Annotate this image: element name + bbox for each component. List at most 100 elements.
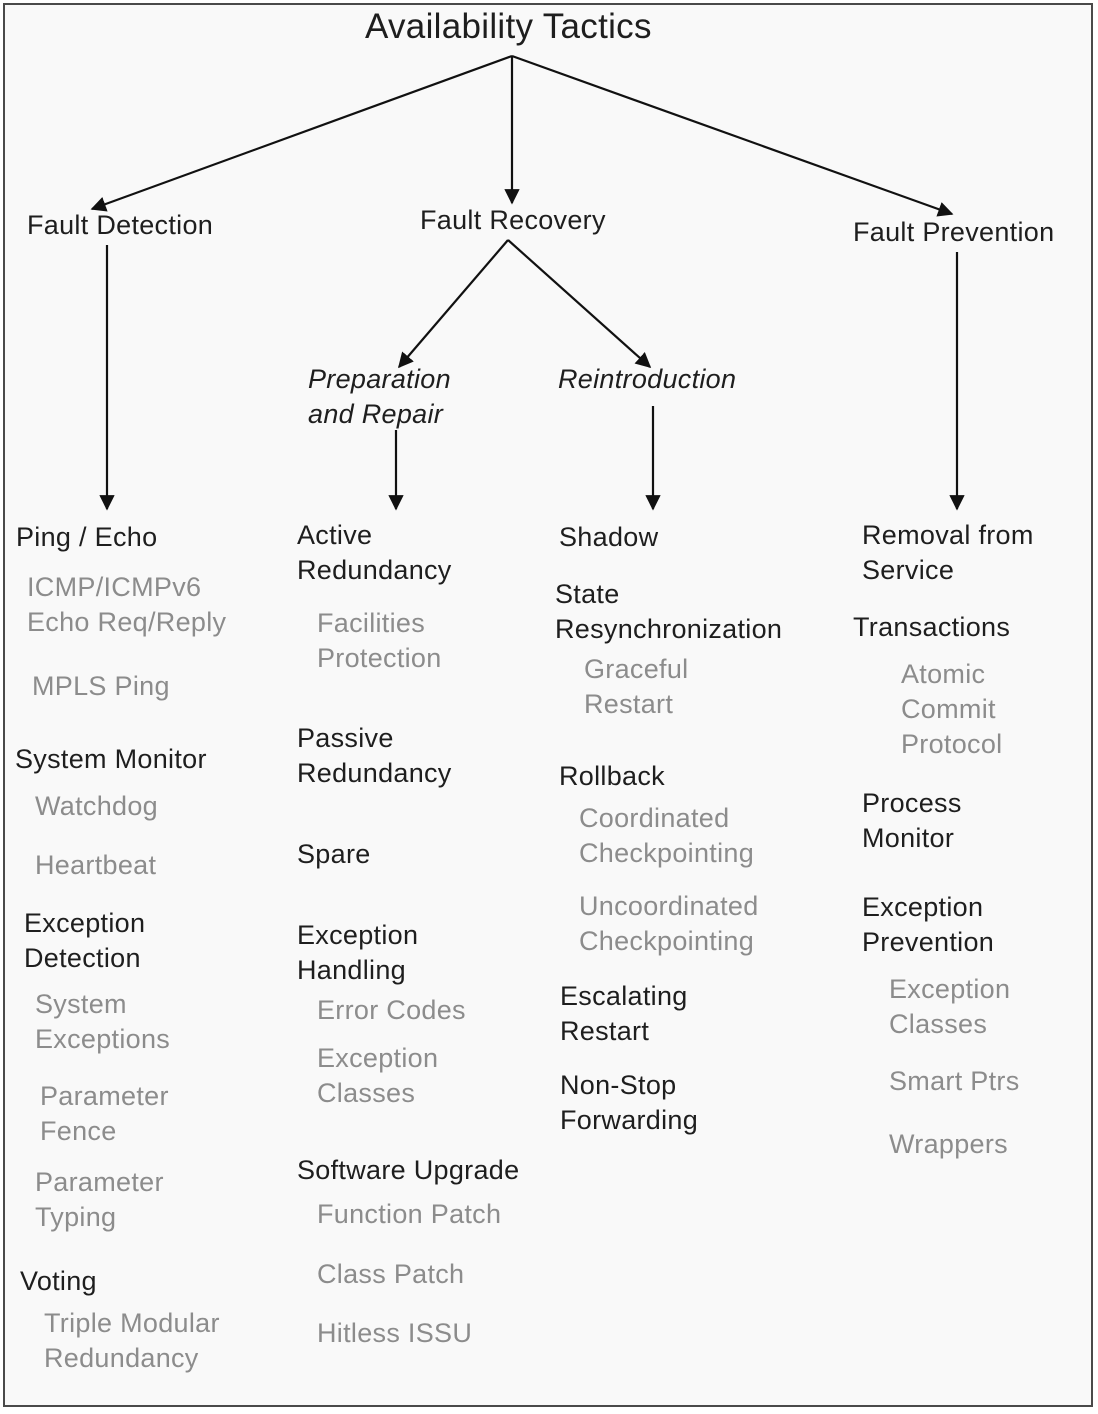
label-line: Resynchronization bbox=[555, 614, 783, 644]
diagram-title: Availability Tactics bbox=[365, 7, 652, 46]
tactic-rollback: Rollback bbox=[559, 759, 665, 794]
label-line: Error Codes bbox=[317, 995, 466, 1025]
label-line: Classes bbox=[889, 1009, 988, 1039]
arrow-recovery-to-reintroduction bbox=[507, 239, 652, 369]
label-line: Detection bbox=[24, 943, 141, 973]
tactic-ping-echo: Ping / Echo bbox=[16, 520, 157, 555]
label-line: Rollback bbox=[559, 761, 665, 791]
label-line: System Monitor bbox=[15, 744, 207, 774]
label-line: Redundancy bbox=[44, 1343, 199, 1373]
label-line: Prevention bbox=[862, 927, 995, 957]
example-mpls-ping: MPLS Ping bbox=[32, 669, 170, 704]
label-line: Software Upgrade bbox=[297, 1155, 520, 1185]
label-line: Voting bbox=[20, 1266, 97, 1296]
label-line: MPLS Ping bbox=[32, 671, 170, 701]
label-line: Redundancy bbox=[297, 758, 452, 788]
example-hitless-issu: Hitless ISSU bbox=[317, 1316, 472, 1351]
tactic-system-monitor: System Monitor bbox=[15, 742, 207, 777]
tactic-transactions: Transactions bbox=[853, 610, 1010, 645]
label-line: Typing bbox=[35, 1202, 117, 1232]
label-line: Shadow bbox=[559, 522, 659, 552]
label-line: Wrappers bbox=[889, 1129, 1008, 1159]
label-line: Non-Stop bbox=[560, 1070, 677, 1100]
label-line: Echo Req/Reply bbox=[27, 607, 227, 637]
label-line: Escalating bbox=[560, 981, 688, 1011]
label-line: Restart bbox=[584, 689, 674, 719]
label-line: Function Patch bbox=[317, 1199, 502, 1229]
arrow-root-to-prevention bbox=[511, 54, 954, 217]
label-line: Exception bbox=[24, 908, 146, 938]
tactic-spare: Spare bbox=[297, 837, 371, 872]
example-class-patch: Class Patch bbox=[317, 1257, 464, 1292]
label-line: Exceptions bbox=[35, 1024, 171, 1054]
label-line: Active bbox=[297, 520, 373, 550]
example-heartbeat: Heartbeat bbox=[35, 848, 156, 883]
label-line: Process bbox=[862, 788, 962, 818]
label-line: Removal from bbox=[862, 520, 1034, 550]
label-line: Service bbox=[862, 555, 955, 585]
label-line: Redundancy bbox=[297, 555, 452, 585]
arrow-recovery-to-preparation bbox=[397, 239, 509, 369]
example-wrappers: Wrappers bbox=[889, 1127, 1008, 1162]
label-line: State bbox=[555, 579, 620, 609]
label-line: and Repair bbox=[308, 399, 444, 429]
label-line: Smart Ptrs bbox=[889, 1066, 1020, 1096]
label-line: Parameter bbox=[35, 1167, 164, 1197]
label-line: Ping / Echo bbox=[16, 522, 158, 552]
example-smart-ptrs: Smart Ptrs bbox=[889, 1064, 1020, 1099]
label-line: Heartbeat bbox=[35, 850, 157, 880]
diagram-frame bbox=[3, 3, 1093, 1407]
label-line: Classes bbox=[317, 1078, 416, 1108]
label-line: Restart bbox=[560, 1016, 650, 1046]
tactic-shadow: Shadow bbox=[559, 520, 658, 555]
label-line: Exception bbox=[297, 920, 419, 950]
label-line: Graceful bbox=[584, 654, 689, 684]
tactic-software-upgrade: Software Upgrade bbox=[297, 1153, 519, 1188]
label-line: Commit bbox=[901, 694, 996, 724]
label-line: Transactions bbox=[853, 612, 1011, 642]
subcategory-reintroduction: Reintroduction bbox=[558, 362, 736, 397]
label-line: Exception bbox=[862, 892, 984, 922]
label-line: Coordinated bbox=[579, 803, 730, 833]
label-line: Hitless ISSU bbox=[317, 1318, 473, 1348]
category-fault-detection: Fault Detection bbox=[27, 210, 214, 240]
arrow-root-to-detection bbox=[90, 54, 513, 212]
label-line: Protocol bbox=[901, 729, 1003, 759]
label-line: Class Patch bbox=[317, 1259, 465, 1289]
example-function-patch: Function Patch bbox=[317, 1197, 501, 1232]
label-line: Preparation bbox=[308, 364, 451, 394]
subcategory-preparation-and-repair: Preparation and Repair bbox=[308, 362, 451, 432]
tactic-voting: Voting bbox=[20, 1264, 97, 1299]
label-line: Spare bbox=[297, 839, 371, 869]
label-line: Passive bbox=[297, 723, 394, 753]
label-line: ICMP/ICMPv6 bbox=[27, 572, 202, 602]
label-line: Exception bbox=[317, 1043, 439, 1073]
label-line: Checkpointing bbox=[579, 926, 755, 956]
example-watchdog: Watchdog bbox=[35, 789, 158, 824]
label-line: Parameter bbox=[40, 1081, 169, 1111]
label-line: Reintroduction bbox=[558, 364, 737, 394]
label-line: Facilities bbox=[317, 608, 426, 638]
label-line: Atomic bbox=[901, 659, 986, 689]
label-line: Monitor bbox=[862, 823, 955, 853]
